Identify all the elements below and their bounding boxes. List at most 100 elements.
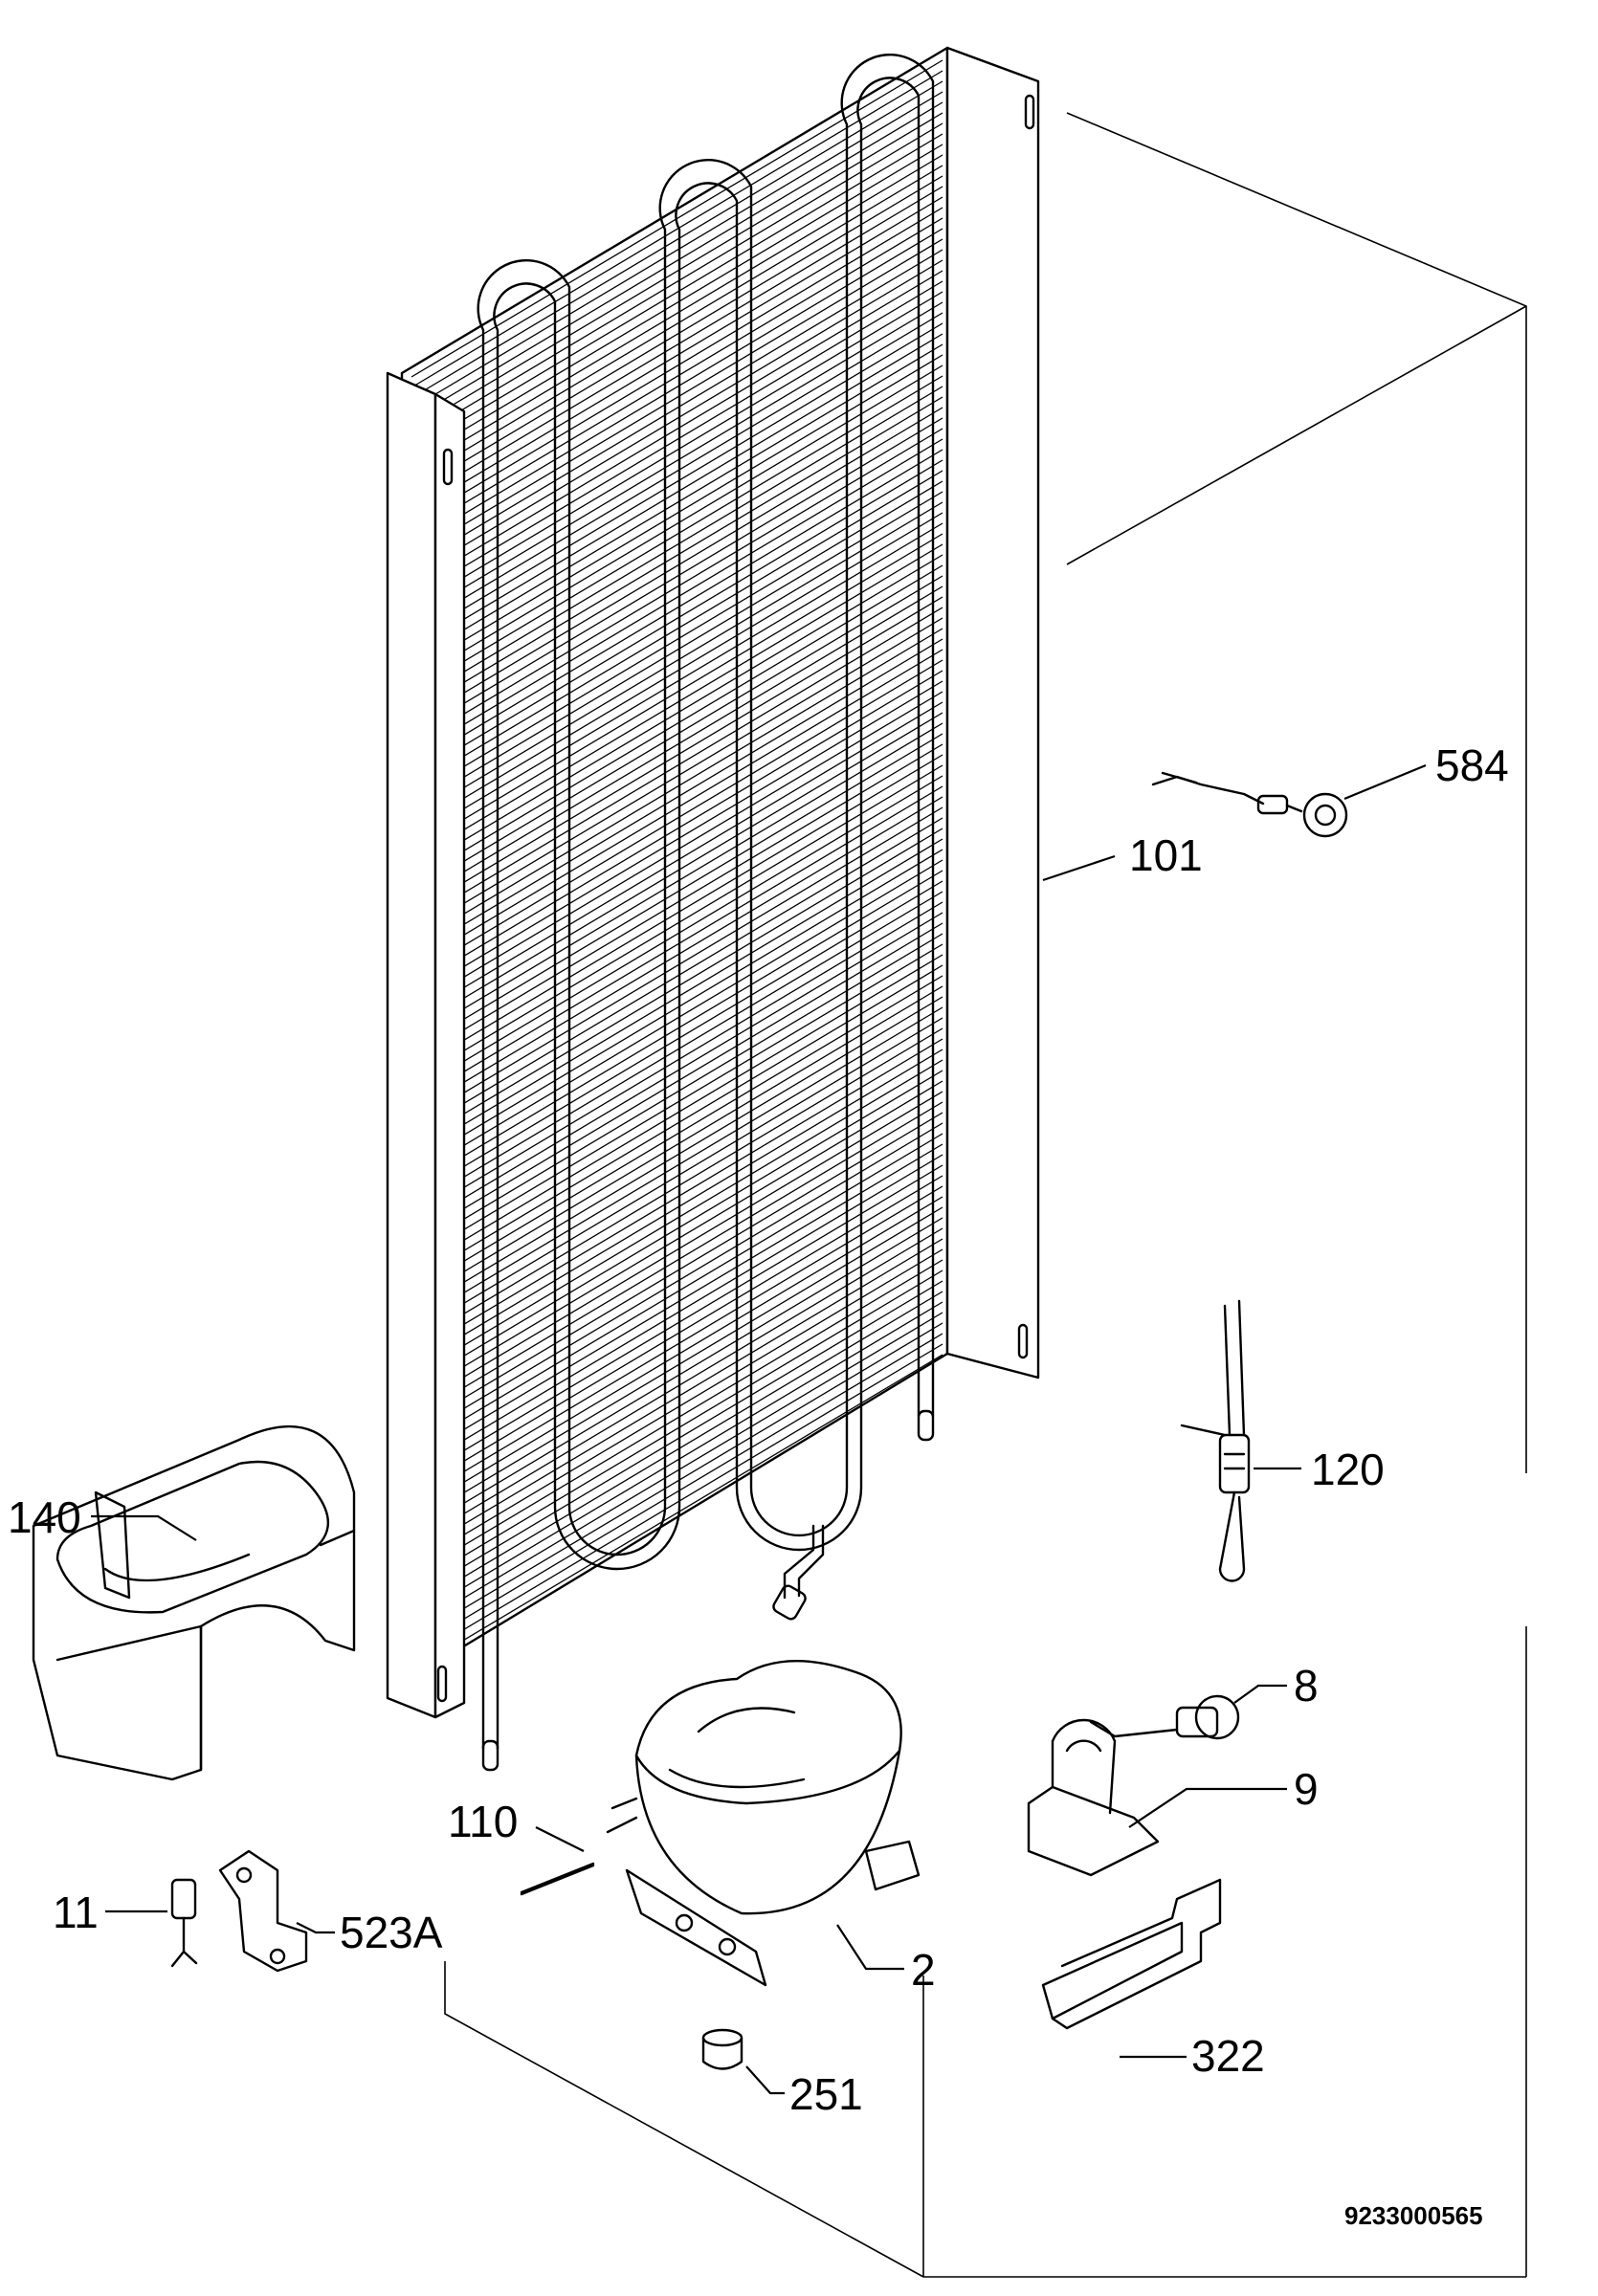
compressor-2: [606, 1660, 921, 1987]
condenser-fin: [411, 880, 943, 1199]
condenser-fin: [411, 701, 943, 1020]
condenser-fin: [411, 501, 943, 820]
condenser-fin: [411, 1354, 943, 1672]
condenser-fin: [411, 670, 943, 988]
condenser-fin: [411, 859, 943, 1178]
condenser-fin: [411, 364, 943, 683]
condenser-fin: [411, 564, 943, 883]
label-140: 140: [8, 1492, 81, 1542]
condenser-fin: [411, 438, 943, 757]
condenser-fin: [411, 1006, 943, 1325]
condenser-fin: [411, 838, 943, 1157]
condenser-fin: [411, 901, 943, 1220]
condenser-fin: [411, 249, 943, 567]
condenser-fin: [411, 80, 943, 399]
condenser-fin: [411, 554, 943, 872]
condenser-fin: [411, 101, 943, 420]
condenser-fin: [411, 470, 943, 788]
condenser-fin: [411, 144, 943, 462]
condenser-fin: [411, 322, 943, 641]
capacitor-11: [170, 1878, 198, 1968]
condenser-fin: [411, 1122, 943, 1441]
condenser-fin: [411, 585, 943, 904]
condenser-fin: [411, 712, 943, 1030]
condenser-fin: [411, 1259, 943, 1578]
condenser-fin: [411, 512, 943, 830]
condenser-fin: [411, 259, 943, 578]
condenser-fin: [411, 312, 943, 630]
condenser-fin: [411, 522, 943, 841]
condenser-fin: [411, 785, 943, 1104]
condenser-fin: [411, 1059, 943, 1378]
condenser-fin: [411, 1049, 943, 1367]
condenser-fin: [411, 217, 943, 536]
condenser-fin: [411, 659, 943, 978]
bracket-322: [1041, 1878, 1222, 2030]
label-110: 110: [448, 1797, 518, 1846]
drawing-number: 9233000565: [1344, 2201, 1483, 2230]
bracket-9: [1027, 1718, 1160, 1877]
label-11: 11: [53, 1888, 99, 1937]
condenser-fin: [411, 375, 943, 694]
condenser-fin: [411, 1080, 943, 1399]
condenser-fin: [411, 1312, 943, 1630]
condenser-fin: [411, 122, 943, 441]
condenser-fin: [411, 186, 943, 504]
condenser-fin: [411, 396, 943, 715]
condenser-fin: [411, 764, 943, 1083]
condenser-fin: [411, 1143, 943, 1462]
condenser-fin: [411, 575, 943, 894]
condenser-fin: [411, 196, 943, 515]
condenser-fin: [411, 649, 943, 967]
condenser-fin: [411, 70, 943, 388]
condenser-fin: [411, 133, 943, 452]
condenser-fin: [411, 175, 943, 494]
condenser-fin: [411, 1017, 943, 1336]
condenser-fin: [411, 1291, 943, 1609]
condenser-fin: [411, 1196, 943, 1514]
condenser-fin: [411, 1038, 943, 1357]
condenser-fin: [411, 607, 943, 925]
label-251: 251: [789, 2069, 863, 2119]
condenser-fin: [411, 112, 943, 430]
condenser-fin: [411, 449, 943, 767]
condenser-fin: [411, 428, 943, 746]
condenser-fin: [411, 1175, 943, 1493]
condenser-fin: [411, 754, 943, 1072]
label-523a: 523A: [340, 1908, 443, 1957]
condenser-fin: [411, 238, 943, 557]
condenser-fin: [411, 817, 943, 1136]
condenser-fin: [411, 533, 943, 851]
condenser-fin: [411, 291, 943, 609]
condenser-fin: [411, 417, 943, 736]
condenser-fin: [411, 1238, 943, 1556]
condenser-fin: [411, 1269, 943, 1588]
condenser-fin: [411, 1217, 943, 1535]
condenser-fin: [411, 954, 943, 1272]
condenser-fin: [411, 1154, 943, 1472]
condenser-fin: [411, 343, 943, 662]
condenser-fin: [411, 207, 943, 525]
label-322: 322: [1191, 2031, 1265, 2081]
condenser-fin: [411, 1280, 943, 1599]
condenser-fin: [411, 1322, 943, 1641]
condenser-fin: [411, 1343, 943, 1662]
condenser-fin: [411, 912, 943, 1230]
condenser-fin: [411, 1333, 943, 1651]
condenser-fin: [411, 849, 943, 1167]
condenser-fin: [411, 543, 943, 862]
condenser-fin: [411, 459, 943, 778]
condenser-fin: [411, 270, 943, 588]
cabinet-outline: [444, 112, 1527, 2278]
condenser-fin: [411, 154, 943, 473]
condenser-fin: [411, 796, 943, 1115]
condenser-fin: [411, 1227, 943, 1546]
drip-tray-140: [32, 1424, 356, 1781]
condenser-fin: [411, 1301, 943, 1620]
condenser-fin: [411, 870, 943, 1188]
condenser-fin: [411, 828, 943, 1146]
condenser-fin: [411, 638, 943, 957]
condenser-fin: [411, 386, 943, 704]
grommet-251: [701, 2028, 744, 2070]
